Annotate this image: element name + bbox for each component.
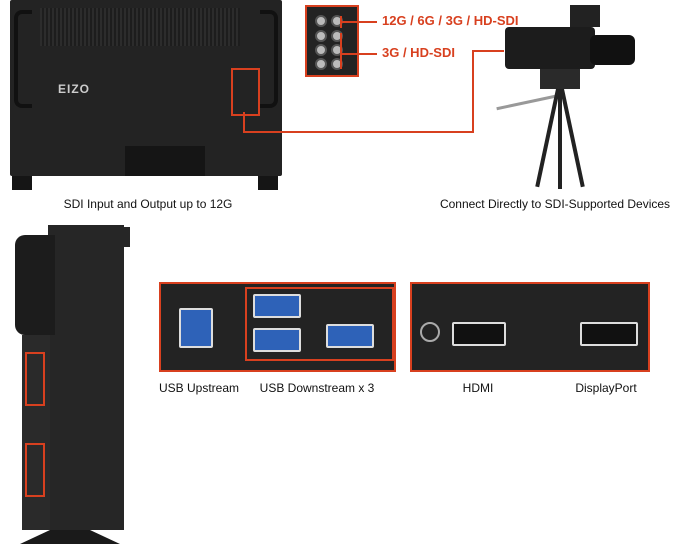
- stand-mount: [125, 146, 205, 176]
- label-displayport: DisplayPort: [575, 381, 637, 395]
- foot-right: [258, 176, 278, 190]
- caption-connect: Connect Directly to SDI-Supported Device…: [439, 197, 671, 211]
- label-usb-downstream: USB Downstream x 3: [259, 381, 375, 395]
- usb-upstream-port: [179, 308, 213, 348]
- label-hdmi: HDMI: [462, 381, 494, 395]
- sdi-ports-zoom: [305, 5, 359, 77]
- handle-right: [260, 10, 278, 108]
- displayport-port: [580, 322, 638, 346]
- caption-sdi: SDI Input and Output up to 12G: [63, 197, 233, 211]
- label-usb-upstream: USB Upstream: [158, 381, 240, 395]
- usb-ports-panel: [159, 282, 396, 372]
- sdi-port-highlight: [231, 68, 260, 116]
- label-3g-sdi: 3G / HD-SDI: [382, 45, 455, 60]
- vent-grille: [40, 8, 240, 46]
- usb-downstream-port-2: [253, 328, 301, 352]
- usb-downstream-port-1: [253, 294, 301, 318]
- label-12g-sdi: 12G / 6G / 3G / HD-SDI: [382, 13, 519, 28]
- monitor-back: EIZO: [10, 0, 282, 176]
- foot-left: [12, 176, 32, 190]
- hdmi-port: [452, 322, 506, 346]
- monitor-side-view: [10, 215, 130, 550]
- audio-jack: [420, 322, 440, 342]
- usb-downstream-port-3: [326, 324, 374, 348]
- camera-on-tripod: [496, 5, 640, 190]
- video-ports-panel: [410, 282, 650, 372]
- handle-left: [14, 10, 32, 108]
- eizo-logo: EIZO: [58, 82, 91, 96]
